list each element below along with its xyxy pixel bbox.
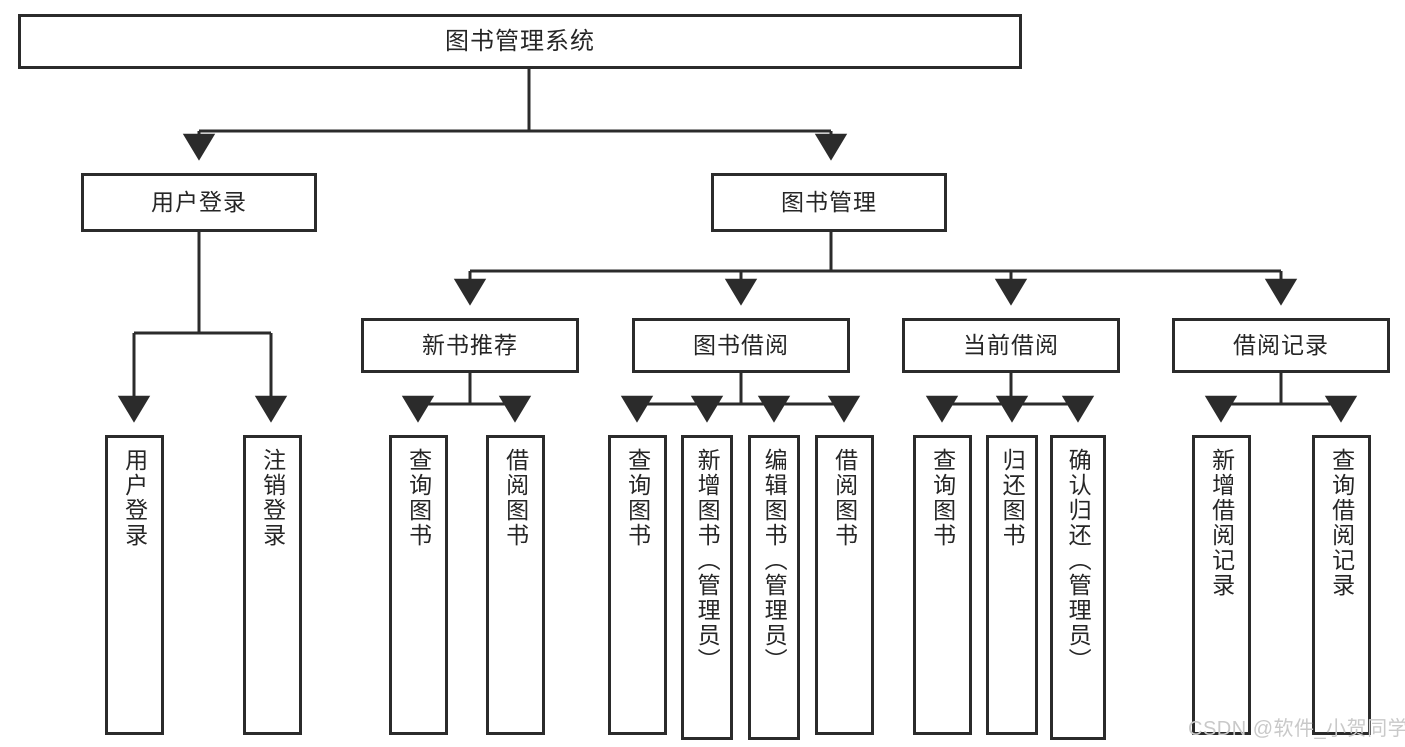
node-label: 借阅图书: [831, 448, 858, 548]
node-label: 查询借阅记录: [1328, 448, 1355, 598]
node-label: 查询图书: [929, 448, 956, 548]
node-label: 用户登录: [151, 189, 247, 216]
leaf-return-book[interactable]: 归还图书: [986, 435, 1038, 735]
node-label: 新增借阅记录: [1208, 448, 1235, 598]
node-label: 归还图书: [999, 448, 1026, 548]
node-user-login[interactable]: 用户登录: [81, 173, 317, 232]
node-book-management[interactable]: 图书管理: [711, 173, 947, 232]
node-borrow-record[interactable]: 借阅记录: [1172, 318, 1390, 373]
leaf-query-borrow-record[interactable]: 查询借阅记录: [1312, 435, 1371, 735]
csdn-watermark: CSDN @软件_小贺同学: [1188, 718, 1405, 740]
node-label: 新增图书（管理员）: [694, 448, 721, 673]
node-label: 借阅记录: [1233, 332, 1329, 359]
leaf-logout[interactable]: 注销登录: [243, 435, 302, 735]
leaf-borrow-book-recommend[interactable]: 借阅图书: [486, 435, 545, 735]
node-label: 查询图书: [624, 448, 651, 548]
node-label: 图书管理系统: [445, 27, 595, 55]
node-label: 新书推荐: [422, 332, 518, 359]
leaf-user-login[interactable]: 用户登录: [105, 435, 164, 735]
node-label: 注销登录: [259, 448, 286, 548]
node-label: 编辑图书（管理员）: [761, 448, 788, 673]
node-label: 用户登录: [121, 448, 148, 548]
leaf-query-book-borrow[interactable]: 查询图书: [608, 435, 667, 735]
node-label: 借阅图书: [502, 448, 529, 548]
node-label: 图书借阅: [693, 332, 789, 359]
leaf-query-book-current[interactable]: 查询图书: [913, 435, 972, 735]
node-label: 查询图书: [405, 448, 432, 548]
node-new-book-recommend[interactable]: 新书推荐: [361, 318, 579, 373]
node-label: 图书管理: [781, 189, 877, 216]
node-current-borrow[interactable]: 当前借阅: [902, 318, 1120, 373]
node-root-system[interactable]: 图书管理系统: [18, 14, 1022, 69]
leaf-edit-book-admin[interactable]: 编辑图书（管理员）: [748, 435, 800, 740]
leaf-confirm-return-admin[interactable]: 确认归还（管理员）: [1050, 435, 1106, 740]
node-label: 当前借阅: [963, 332, 1059, 359]
leaf-borrow-book[interactable]: 借阅图书: [815, 435, 874, 735]
leaf-add-book-admin[interactable]: 新增图书（管理员）: [681, 435, 733, 740]
leaf-add-borrow-record[interactable]: 新增借阅记录: [1192, 435, 1251, 735]
leaf-query-book-recommend[interactable]: 查询图书: [389, 435, 448, 735]
node-book-borrow[interactable]: 图书借阅: [632, 318, 850, 373]
node-label: 确认归还（管理员）: [1065, 448, 1092, 673]
